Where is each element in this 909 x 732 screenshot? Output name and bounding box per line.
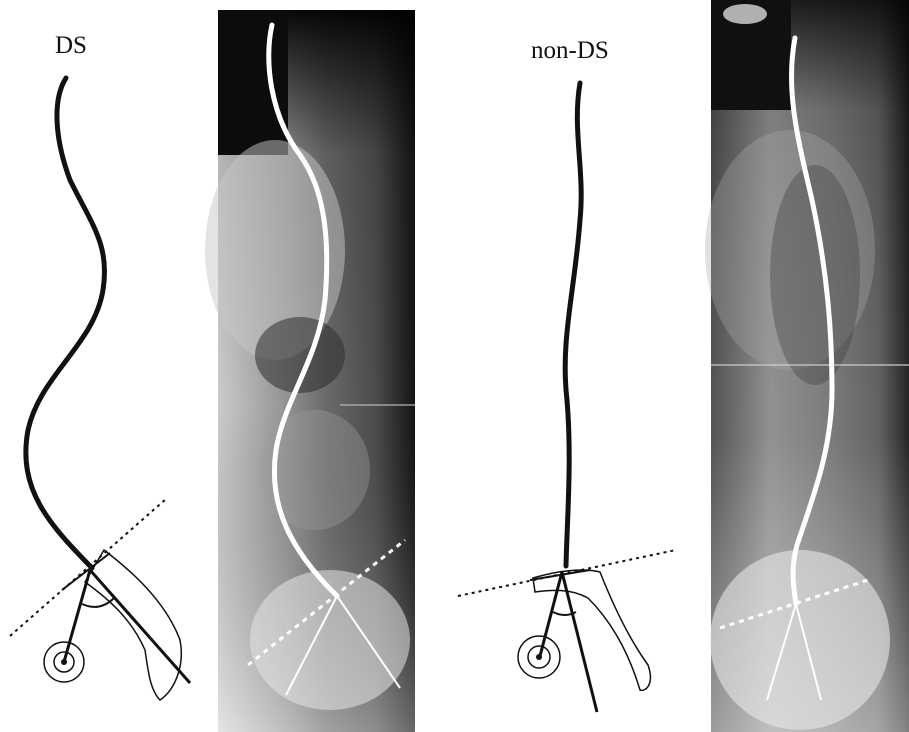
ds-sacral-plate-line <box>10 499 166 636</box>
nonds-sacrum-outline <box>533 570 650 690</box>
nonds-spine-curve <box>565 83 581 566</box>
ds-schematic <box>10 78 190 700</box>
nonds-schematic <box>458 83 676 712</box>
nonds-femoral-head-center <box>536 654 542 660</box>
ds-sacrum-outline <box>85 550 181 700</box>
panel-label-ds: DS <box>55 33 87 58</box>
ds-spine-curve <box>26 78 105 568</box>
panel-label-nonds: non-DS <box>531 38 609 63</box>
nonds-xray-image <box>705 0 909 732</box>
ds-angle-arc <box>82 598 114 607</box>
nonds-perpendicular-line <box>562 572 597 712</box>
ds-vertical-reference <box>64 570 90 662</box>
ds-femoral-head-center <box>61 659 67 665</box>
ds-xray-image <box>205 10 415 732</box>
ds-perpendicular-line <box>90 570 190 683</box>
